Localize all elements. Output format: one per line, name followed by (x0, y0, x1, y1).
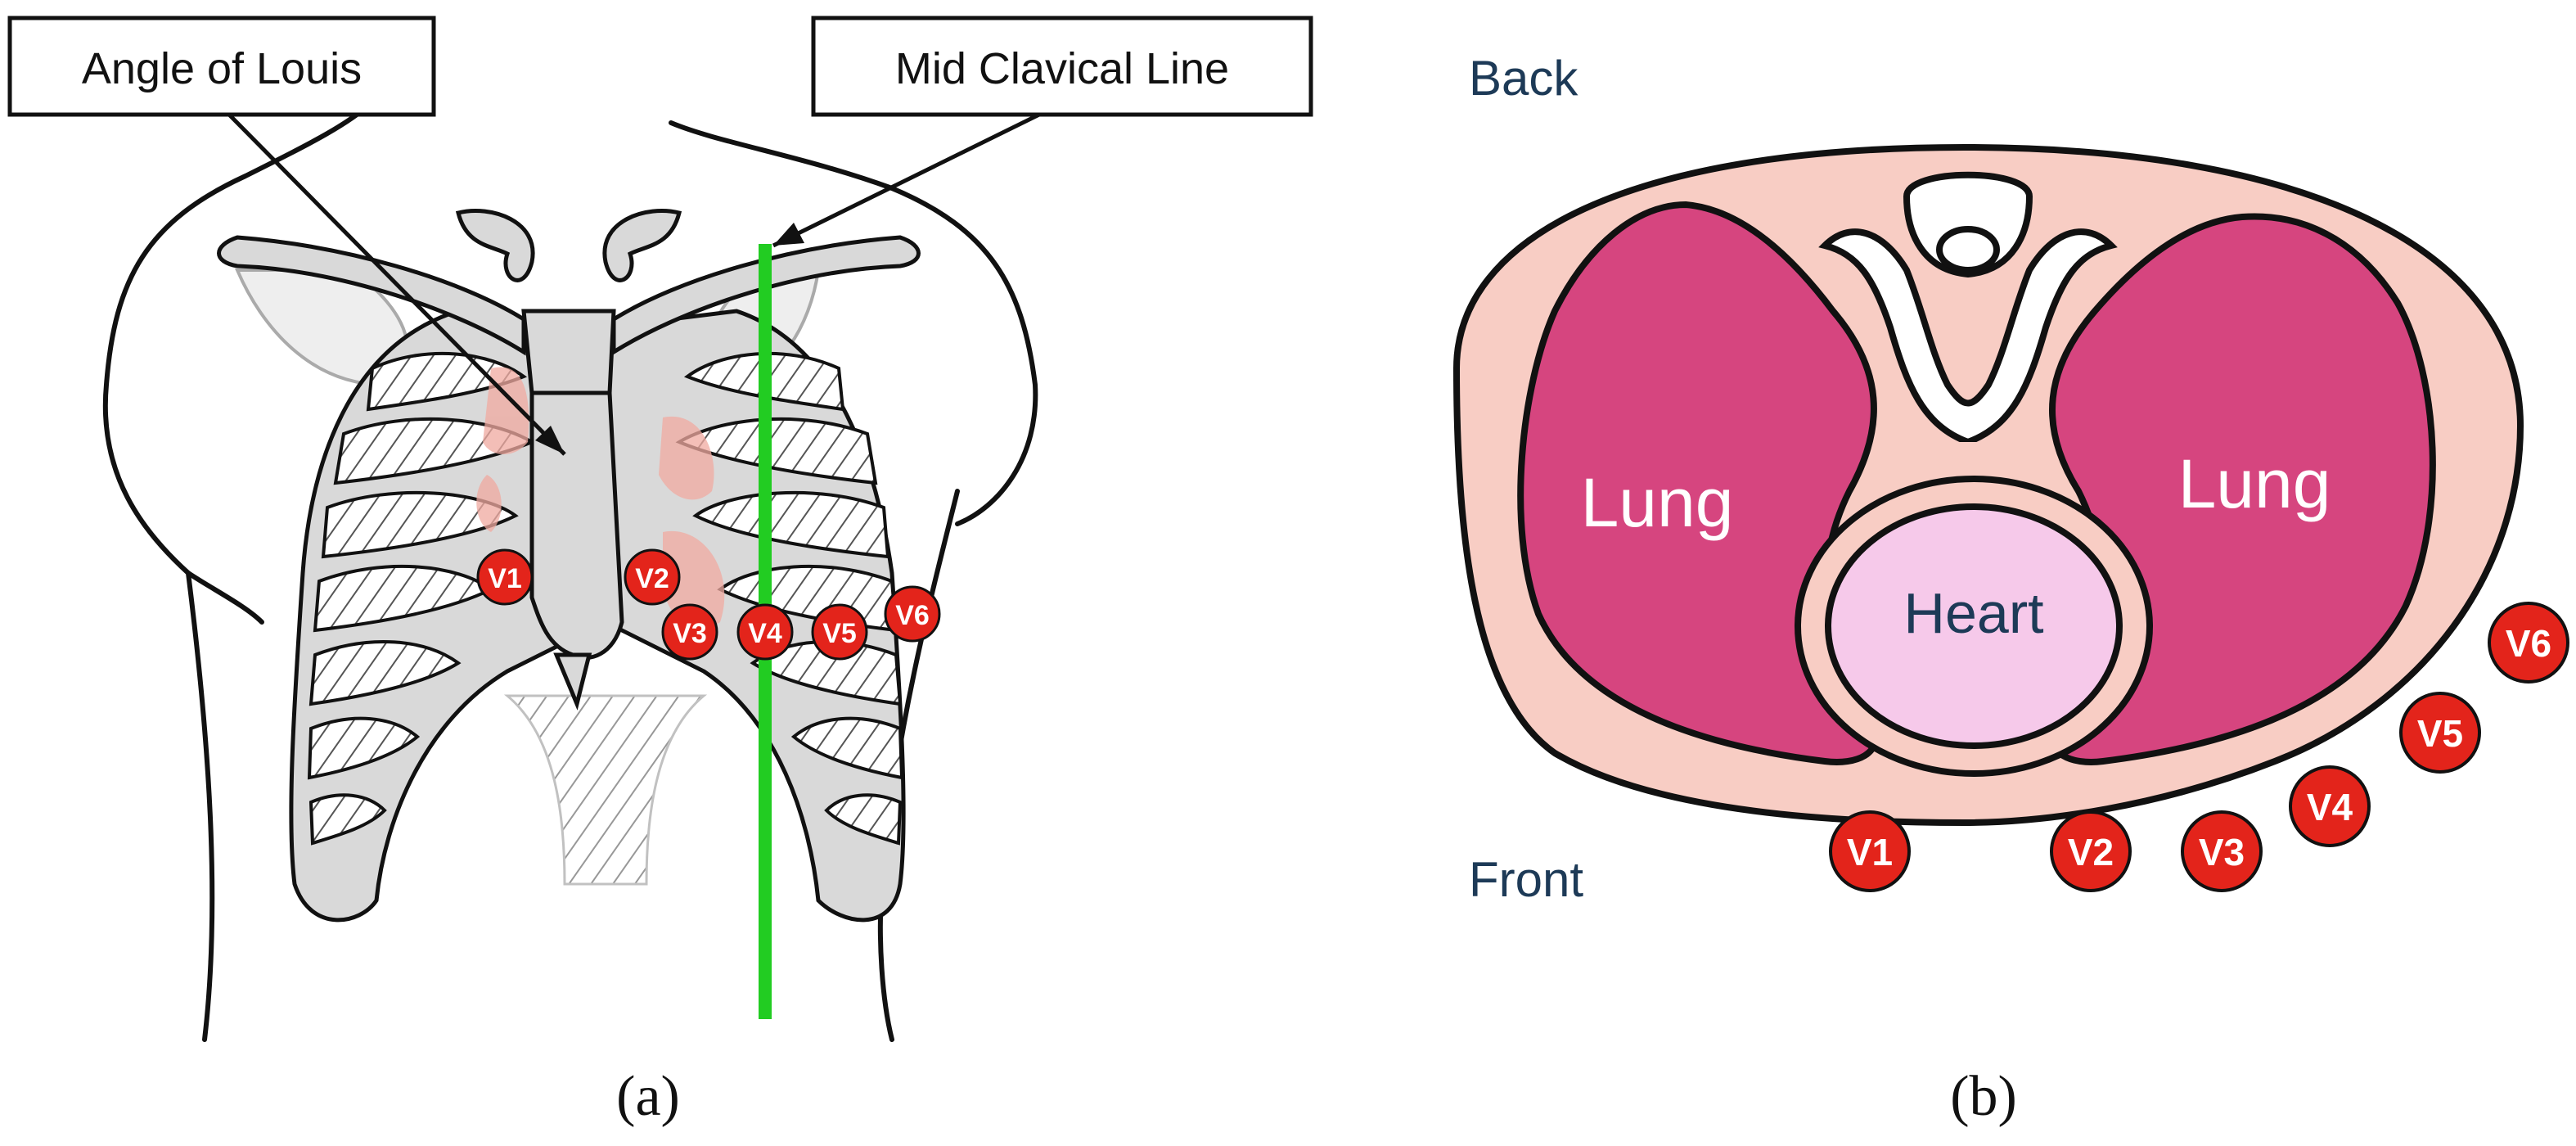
svg-text:V3: V3 (2199, 831, 2245, 873)
callout-mid-clavical-line-label: Mid Clavical Line (895, 44, 1229, 93)
chest-electrode-v4: V4 (736, 603, 794, 661)
chest-electrode-v2: V2 (624, 548, 681, 606)
label-front: Front (1469, 852, 1583, 907)
label-lung-right: Lung (2178, 445, 2331, 522)
chest-electrode-v3: V3 (661, 603, 718, 661)
svg-text:V3: V3 (673, 618, 707, 649)
section-electrode-v4: V4 (2289, 765, 2371, 847)
svg-text:V4: V4 (2307, 786, 2353, 828)
panel-a-caption: (a) (616, 1065, 680, 1128)
chest-electrodes: V1 V2 V3 V4 V5 V6 (476, 548, 941, 661)
spine-vertebra (1818, 171, 2118, 532)
svg-text:V2: V2 (2068, 831, 2114, 873)
svg-text:V1: V1 (488, 563, 522, 594)
svg-text:V4: V4 (748, 618, 782, 649)
chest-electrode-v1: V1 (476, 548, 534, 606)
section-electrode-v2: V2 (2050, 810, 2132, 892)
callout-angle-of-louis-label: Angle of Louis (82, 44, 362, 93)
label-back: Back (1469, 51, 1578, 106)
chest-electrode-v6: V6 (884, 585, 941, 643)
callout-mid-clavical-line: Mid Clavical Line (772, 16, 1313, 248)
svg-text:V6: V6 (2506, 622, 2551, 665)
heart-shading (476, 367, 725, 629)
panel-b-cross-section: Back Front Lung Lung Heart V1 (1452, 51, 2569, 1128)
section-electrode-v6: V6 (2488, 602, 2569, 684)
svg-text:V2: V2 (635, 563, 669, 594)
section-electrode-v1: V1 (1829, 810, 1911, 892)
svg-text:V5: V5 (2417, 712, 2463, 755)
label-heart: Heart (1903, 581, 2043, 645)
chest-electrode-v5: V5 (811, 603, 868, 661)
svg-text:V6: V6 (895, 600, 930, 631)
label-lung-left: Lung (1581, 464, 1734, 541)
panel-b-caption: (b) (1950, 1065, 2017, 1128)
clavicles (217, 209, 921, 356)
lung-left (1517, 201, 1879, 765)
section-electrode-v3: V3 (2181, 810, 2263, 892)
heart (1825, 503, 2123, 749)
callout-angle-of-louis: Angle of Louis (7, 16, 566, 456)
sternum (521, 309, 624, 711)
cross-section-electrodes: V1 V2 V3 V4 V5 V6 (1829, 602, 2569, 892)
svg-text:V1: V1 (1847, 831, 1893, 873)
panel-a-chest-diagram: Angle of Louis Mid Clavical Line V1 V2 V… (7, 16, 1313, 1128)
svg-text:V5: V5 (822, 618, 857, 649)
section-electrode-v5: V5 (2399, 692, 2481, 774)
